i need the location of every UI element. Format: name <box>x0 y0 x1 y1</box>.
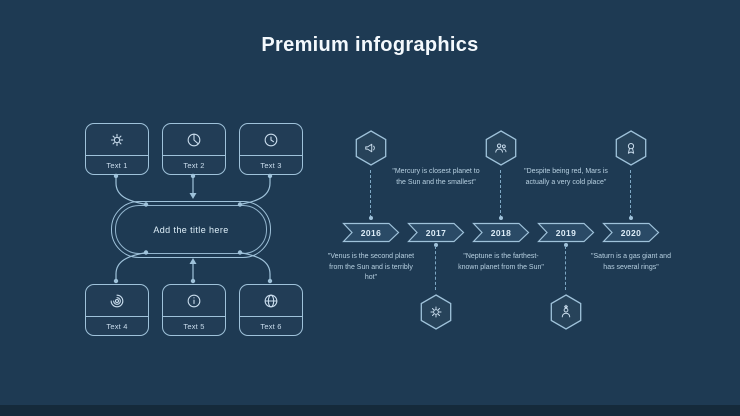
info-box-1: Text 1 <box>85 123 149 175</box>
timeline-note-2019: "Despite being red, Mars is actually a v… <box>524 168 608 186</box>
center-title-pill: Add the title here <box>111 201 271 258</box>
hexagon-marker-2020 <box>611 128 651 168</box>
connector-dot <box>564 243 568 247</box>
timeline-note-2016: "Venus is the second planet from the Sun… <box>327 253 415 281</box>
year-badge-2019: 2019 <box>537 222 595 243</box>
ribbon-shape <box>407 222 465 243</box>
globe-icon <box>240 285 302 316</box>
ribbon-shape <box>602 222 660 243</box>
year-label: 2020 <box>620 227 642 238</box>
fingerprint-icon <box>86 285 148 316</box>
info-box-3: Text 3 <box>239 123 303 175</box>
info-box-label: Text 3 <box>240 155 302 174</box>
megaphone-icon <box>362 139 380 157</box>
dashed-connector <box>565 246 566 290</box>
timeline-note-2018: "Neptune is the farthest-known planet fr… <box>458 253 544 271</box>
gear-icon <box>86 124 148 155</box>
ribbon-shape <box>472 222 530 243</box>
connector-dot <box>434 243 438 247</box>
hexagon-marker-2018 <box>481 128 521 168</box>
clock-icon <box>240 124 302 155</box>
pie-chart-icon <box>163 124 225 155</box>
hexagon-marker-2016 <box>351 128 391 168</box>
info-box-label: Text 6 <box>240 316 302 335</box>
year-label: 2018 <box>490 227 512 238</box>
timeline-note-2017: "Mercury is closest planet to the Sun an… <box>392 168 480 186</box>
gear-icon <box>427 303 445 321</box>
hexagon-marker-2019 <box>546 292 586 332</box>
center-title-label: Add the title here <box>153 224 229 235</box>
award-icon <box>622 139 640 157</box>
dashed-connector <box>435 246 436 290</box>
info-box-6: Text 6 <box>239 284 303 336</box>
dashed-connector <box>630 170 631 218</box>
year-label: 2016 <box>360 227 382 238</box>
info-box-label: Text 2 <box>163 155 225 174</box>
info-box-label: Text 4 <box>86 316 148 335</box>
info-box-label: Text 5 <box>163 316 225 335</box>
info-icon <box>163 285 225 316</box>
year-label: 2017 <box>425 227 447 238</box>
info-box-2: Text 2 <box>162 123 226 175</box>
slide-title: Premium infographics <box>261 34 479 56</box>
connector-dot <box>369 216 373 220</box>
info-box-4: Text 4 <box>85 284 149 336</box>
connector-dot <box>629 216 633 220</box>
year-label: 2019 <box>555 227 577 238</box>
year-badge-2020: 2020 <box>602 222 660 243</box>
user-star-icon <box>557 303 575 321</box>
year-badge-2017: 2017 <box>407 222 465 243</box>
year-badge-2016: 2016 <box>342 222 400 243</box>
year-badge-2018: 2018 <box>472 222 530 243</box>
hexagon-marker-2017 <box>416 292 456 332</box>
timeline-note-2020: "Saturn is a gas giant and has several r… <box>591 253 671 271</box>
ribbon-shape <box>342 222 400 243</box>
info-box-label: Text 1 <box>86 155 148 174</box>
dashed-connector <box>370 170 371 218</box>
footer-bar <box>0 405 740 416</box>
dashed-connector <box>500 170 501 218</box>
info-box-5: Text 5 <box>162 284 226 336</box>
team-icon <box>492 139 510 157</box>
ribbon-shape <box>537 222 595 243</box>
connector-dot <box>499 216 503 220</box>
